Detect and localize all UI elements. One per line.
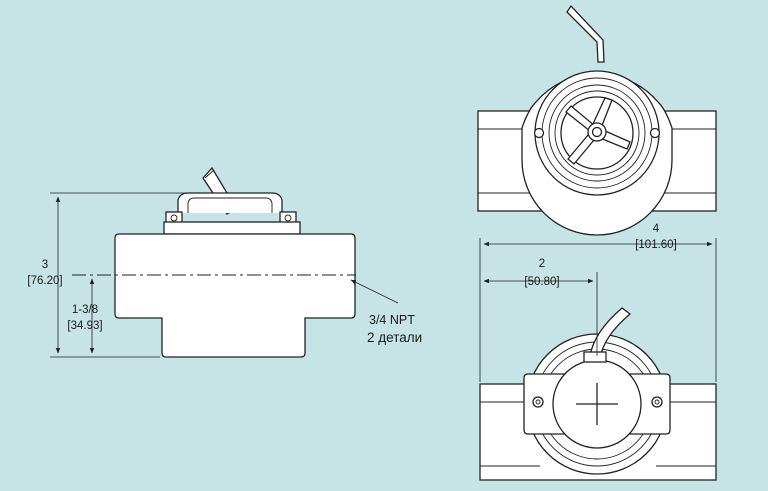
center-mm-label: [34.93] xyxy=(67,320,102,332)
callout-thread-label: 3/4 NPT xyxy=(369,313,415,327)
rotor-blades xyxy=(565,97,631,165)
height-mm-label: [76.20] xyxy=(27,275,62,287)
side-base-plate xyxy=(163,221,301,235)
top-left-screw xyxy=(532,396,544,408)
thread-callout: 3/4 NPT 2 детали xyxy=(350,279,422,345)
length-in-label: 4 xyxy=(653,223,660,235)
half-mm-label: [50.80] xyxy=(524,276,559,288)
top-view xyxy=(479,272,717,481)
side-housing xyxy=(177,192,283,213)
center-in-label: 1-3/8 xyxy=(72,304,98,316)
right-dimensions: 4 [101.60] 2 [50.80] xyxy=(479,223,717,382)
callout-leader xyxy=(350,279,399,304)
front-right-screw xyxy=(649,127,661,139)
top-right-screw xyxy=(651,396,663,408)
length-mm-label: [101.60] xyxy=(635,239,677,251)
front-left-screw xyxy=(533,127,545,139)
half-in-label: 2 xyxy=(539,258,545,270)
top-cable xyxy=(583,307,632,363)
callout-qty-label: 2 детали xyxy=(367,330,422,345)
side-body xyxy=(114,233,356,358)
side-view xyxy=(72,166,356,358)
front-cable xyxy=(566,4,605,63)
front-view xyxy=(477,4,717,236)
height-in-label: 3 xyxy=(42,259,48,271)
side-dimensions: 3 [76.20] 1-3/8 [34.93] xyxy=(27,192,188,358)
